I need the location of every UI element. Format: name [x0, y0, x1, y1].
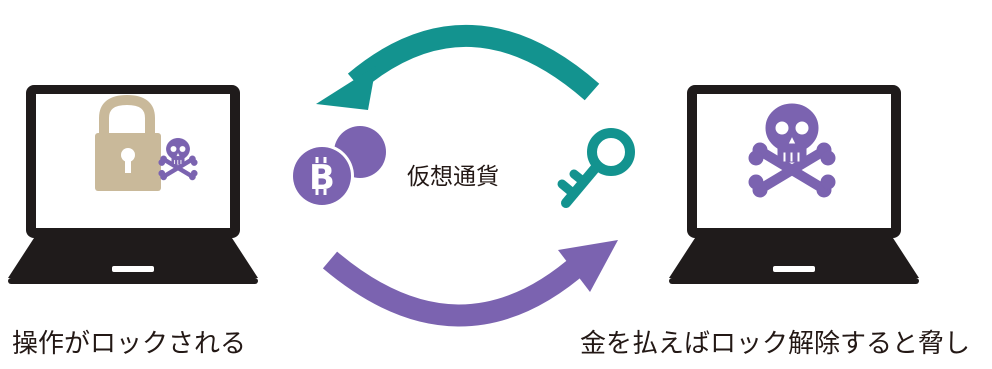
center-label: 仮想通貨: [407, 164, 499, 190]
padlock-icon: [95, 94, 161, 191]
left-laptop-icon: [8, 85, 258, 284]
bitcoin-coin-icon: B: [290, 126, 386, 208]
right-caption: 金を払えばロック解除すると脅し: [580, 329, 971, 359]
right-laptop-icon: [669, 85, 919, 284]
top-arrow-icon: [316, 24, 600, 110]
left-caption: 操作がロックされる: [12, 329, 247, 359]
bottom-arrow-icon: [322, 240, 618, 327]
coin-symbol: B: [309, 158, 335, 198]
key-icon: [557, 128, 635, 208]
